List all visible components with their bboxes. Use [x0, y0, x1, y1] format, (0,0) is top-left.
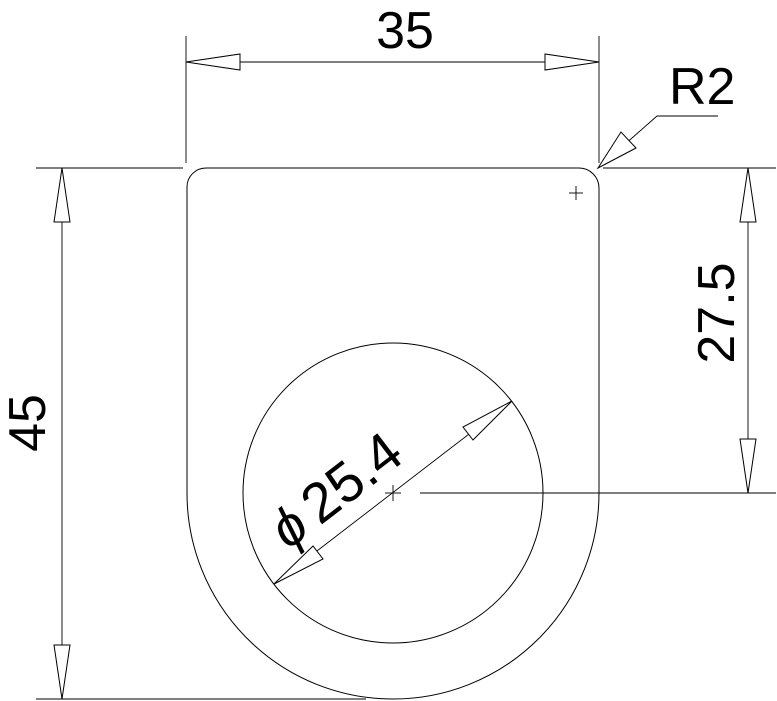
height-dimension-label: 45 — [0, 394, 57, 452]
width-dimension — [185, 36, 600, 163]
corner-radius-label: R2 — [669, 58, 735, 116]
hole-offset-dimension-label: 27.5 — [688, 262, 746, 363]
part-outline — [186, 167, 600, 700]
hole-diameter-value: 25.4 — [289, 419, 414, 535]
hole-offset-dimension — [420, 167, 776, 494]
width-dimension-label: 35 — [376, 2, 434, 60]
hole-diameter-label: ϕ 25.4 — [259, 419, 414, 560]
corner-radius-leader — [596, 115, 718, 170]
corner-center-mark — [569, 186, 583, 200]
height-dimension — [36, 167, 366, 700]
hole-diameter-dimension — [273, 400, 513, 585]
